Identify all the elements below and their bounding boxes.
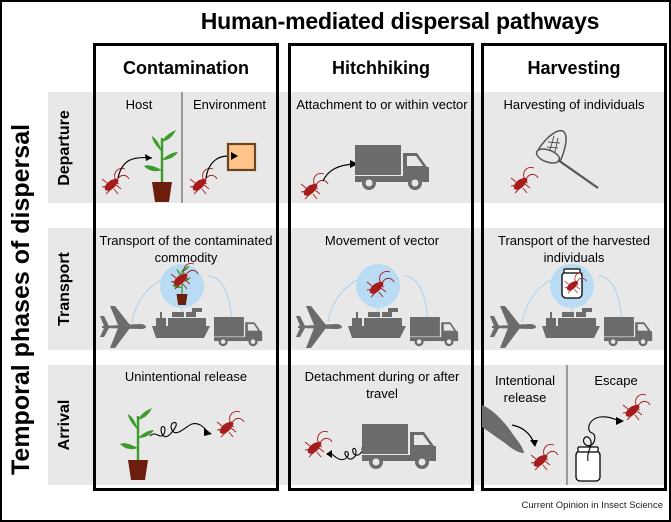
caption-transport-contaminated: Transport of the contaminated commodity xyxy=(99,233,273,265)
insect-icon xyxy=(101,167,130,195)
contamination-transport-illustration xyxy=(100,262,263,348)
column-header-contamination: Contamination xyxy=(123,58,249,78)
caption-detachment: Detachment during or after travel xyxy=(304,369,460,401)
harvesting-transport-illustration xyxy=(490,264,653,348)
subcell-divider xyxy=(566,365,568,485)
potted-plant-icon xyxy=(142,128,180,204)
airplane-icon xyxy=(490,306,536,348)
insect-icon xyxy=(510,166,539,194)
airplane-icon xyxy=(296,306,342,348)
truck-icon xyxy=(362,424,436,469)
hitchhiking-arrival-illustration xyxy=(304,424,436,469)
figure-title: Human-mediated dispersal pathways xyxy=(200,8,600,34)
hitchhiking-transport-illustration xyxy=(296,264,459,348)
caption-environment: Environment xyxy=(193,97,266,112)
caption-host: Host xyxy=(125,97,153,112)
hand-icon xyxy=(482,405,524,453)
column-hitchhiking xyxy=(288,43,474,491)
row-label-arrival: Arrival xyxy=(56,399,73,451)
caption-attachment: Attachment to or within vector xyxy=(296,97,468,112)
truck-icon xyxy=(214,317,263,347)
cargo-ship-icon xyxy=(348,308,406,338)
column-header-hitchhiking: Hitchhiking xyxy=(332,58,430,78)
caption-escape: Escape xyxy=(594,373,638,388)
cargo-ship-icon xyxy=(542,308,600,338)
column-harvesting xyxy=(481,43,667,491)
contamination-arrival-illustration xyxy=(118,406,245,482)
hitchhiking-departure-illustration xyxy=(300,145,429,200)
harvesting-arrival-illustration xyxy=(482,393,651,482)
insect-icon xyxy=(189,167,218,195)
caption-transport-harvested: Transport of the harvested individuals xyxy=(498,233,650,265)
insect-icon xyxy=(216,410,245,438)
insect-icon xyxy=(530,443,559,471)
column-header-harvesting: Harvesting xyxy=(527,58,621,78)
row-label-transport: Transport xyxy=(56,252,73,326)
column-contamination xyxy=(93,43,279,491)
harvesting-departure-illustration xyxy=(510,130,599,194)
contamination-departure-illustration xyxy=(101,128,257,204)
footer-credit: Current Opinion in Insect Science xyxy=(521,500,663,511)
truck-icon xyxy=(355,145,429,190)
airplane-icon xyxy=(100,306,146,348)
caption-harvesting-individuals: Harvesting of individuals xyxy=(503,97,645,112)
insect-net-icon xyxy=(535,130,599,189)
truck-icon xyxy=(604,317,653,347)
cargo-ship-icon xyxy=(152,308,210,338)
jar-icon xyxy=(575,446,601,482)
caption-unintentional-release: Unintentional release xyxy=(124,369,248,384)
subcell-divider xyxy=(181,92,183,203)
truck-icon xyxy=(410,317,459,347)
potted-plant-icon xyxy=(118,406,156,482)
insect-icon xyxy=(300,172,329,200)
band-arrival xyxy=(48,365,666,485)
caption-movement-vector: Movement of vector xyxy=(324,233,440,248)
side-label: Temporal phases of dispersal xyxy=(7,123,35,475)
caption-intentional-release: Intentional release xyxy=(495,373,555,405)
row-label-departure: Departure xyxy=(56,110,73,186)
